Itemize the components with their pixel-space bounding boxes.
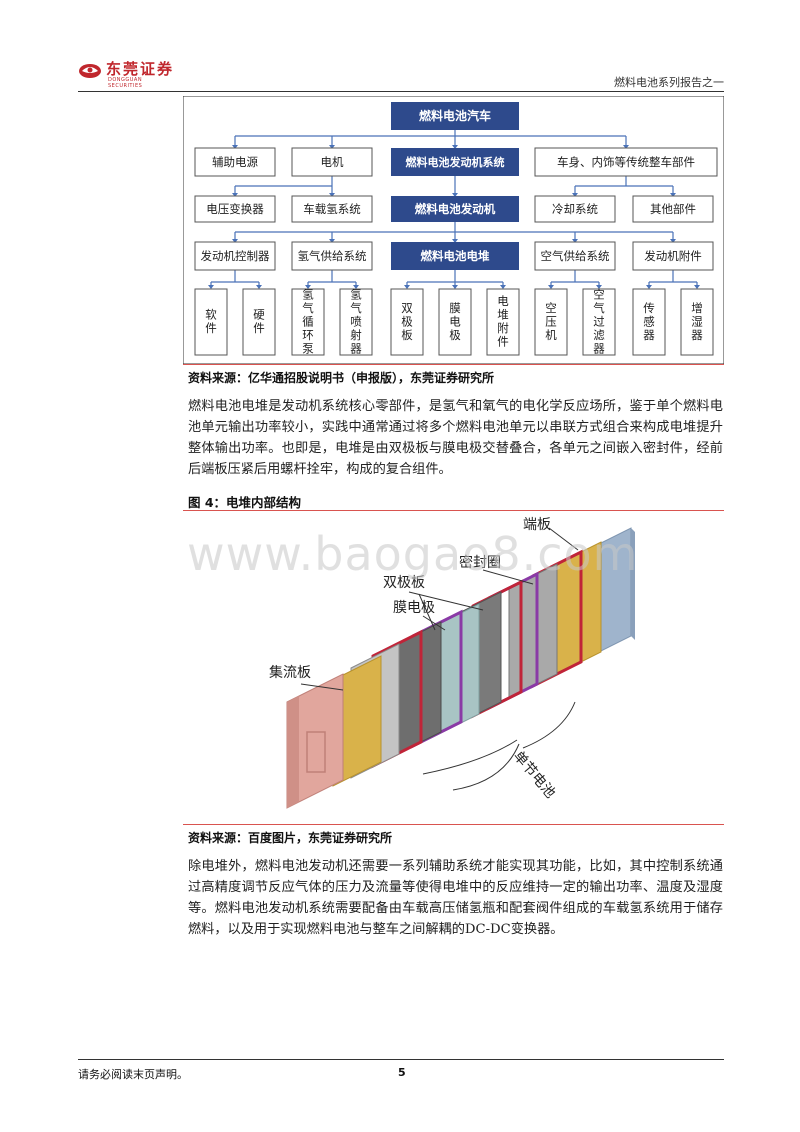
node-engine-controller-label: 发动机控制器 bbox=[201, 249, 270, 263]
figure-4-bottom-rule bbox=[183, 824, 724, 825]
footer-disclaimer: 请务必阅读末页声明。 bbox=[78, 1068, 188, 1081]
node-body-parts bbox=[534, 147, 718, 177]
leaf-bipolar-plate bbox=[390, 288, 424, 356]
node-fc-engine bbox=[391, 196, 519, 222]
leaf-stack-accessory bbox=[486, 288, 520, 356]
node-fc-stack-label: 燃料电池电堆 bbox=[420, 249, 490, 263]
node-onboard-h2-label: 车载氢系统 bbox=[303, 202, 361, 216]
node-h2-supply-label: 氢气供给系统 bbox=[298, 249, 367, 263]
node-cooling bbox=[534, 195, 616, 223]
footer-rule bbox=[78, 1059, 724, 1060]
node-aux-power bbox=[194, 147, 276, 177]
leaf-humidifier bbox=[680, 288, 714, 356]
vehicle-structure-diagram: 燃料电池汽车 辅助电源 电机 燃料电池发动机系统 车身、内饰等传统整车部件 电压… bbox=[183, 96, 724, 365]
leaf-air-compressor bbox=[534, 288, 568, 356]
brand-logo-icon bbox=[79, 64, 101, 78]
leaf-h2-pump bbox=[291, 288, 325, 356]
source-note-2: 资料来源：百度图片，东莞证券研究所 bbox=[188, 831, 393, 845]
node-body-parts-label: 车身、内饰等传统整车部件 bbox=[557, 155, 695, 169]
node-cooling-label: 冷却系统 bbox=[552, 202, 598, 216]
logo-cn: 东莞证券 bbox=[106, 60, 175, 78]
node-engine-controller bbox=[194, 241, 276, 271]
node-voltage-converter-label: 电压变换器 bbox=[206, 202, 264, 216]
node-fc-vehicle-label: 燃料电池汽车 bbox=[419, 108, 491, 123]
node-onboard-h2 bbox=[291, 195, 373, 223]
node-engine-accessories-label: 发动机附件 bbox=[644, 249, 702, 263]
header-logo: 东莞证券 DONGGUAN SECURITIES bbox=[78, 58, 178, 89]
leaf-humidifier-label: 增湿器 bbox=[691, 301, 703, 342]
paragraph-2: 除电堆外，燃料电池发动机还需要一系列辅助系统才能实现其功能，比如，其中控制系统通… bbox=[188, 859, 723, 937]
node-air-supply-label: 空气供给系统 bbox=[541, 249, 610, 263]
leaf-hardware bbox=[242, 288, 276, 356]
label-end-plate: 端板 bbox=[523, 517, 551, 533]
leaf-stack-accessory-label: 电堆附件 bbox=[497, 294, 509, 349]
leaf-air-filter bbox=[582, 288, 616, 356]
leaf-software bbox=[194, 288, 228, 356]
node-h2-supply bbox=[291, 241, 373, 271]
node-aux-power-label: 辅助电源 bbox=[212, 155, 258, 169]
node-other-parts-label: 其他部件 bbox=[650, 202, 696, 216]
leaf-air-filter-label: 空气过滤器 bbox=[593, 287, 605, 355]
figure-4-top-rule bbox=[183, 510, 724, 511]
node-fc-engine-label: 燃料电池发动机 bbox=[414, 202, 496, 216]
source-note-1: 资料来源：亿华通招股说明书（申报版），东莞证券研究所 bbox=[188, 371, 495, 385]
node-fc-engine-system bbox=[391, 148, 519, 176]
node-other-parts bbox=[632, 195, 714, 223]
label-collector: 集流板 bbox=[269, 664, 311, 681]
end-plate-left-icon bbox=[286, 673, 344, 809]
page-number: 5 bbox=[398, 1066, 406, 1079]
node-fc-vehicle bbox=[391, 102, 519, 130]
label-mea: 膜电极 bbox=[393, 600, 435, 616]
header-rule bbox=[78, 91, 724, 92]
node-fc-stack bbox=[391, 242, 519, 270]
node-fc-engine-system-label: 燃料电池发动机系统 bbox=[405, 155, 505, 169]
figure-4-title: 图 4：电堆内部结构 bbox=[188, 495, 302, 510]
leaf-h2-injector bbox=[339, 288, 373, 356]
leaf-bipolar-plate-label: 双极板 bbox=[401, 301, 413, 342]
node-motor bbox=[291, 147, 373, 177]
leaf-air-compressor-label: 空压机 bbox=[545, 301, 557, 342]
leaf-mea bbox=[438, 288, 472, 356]
node-air-supply bbox=[534, 241, 616, 271]
stack-structure-figure: 端板 密封圈 双极板 膜电极 集流板 单节电池 www.baogao8.com bbox=[187, 517, 638, 809]
leaf-sensor bbox=[632, 288, 666, 356]
node-voltage-converter bbox=[194, 195, 276, 223]
leaf-sensor-label: 传感器 bbox=[643, 301, 655, 342]
report-series: 燃料电池系列报告之一 bbox=[614, 76, 724, 89]
label-seal: 密封圈 bbox=[459, 554, 501, 571]
label-bipolar: 双极板 bbox=[383, 575, 425, 591]
label-single-cell: 单节电池 bbox=[510, 748, 558, 801]
diagram1-bottom-rule bbox=[183, 364, 724, 365]
leaf-h2-injector-label: 氢气喷射器 bbox=[350, 287, 362, 355]
leaf-hardware-label: 硬件 bbox=[253, 308, 265, 336]
leaf-h2-pump-label: 氢气循环泵 bbox=[302, 287, 314, 355]
leaf-mea-label: 膜电极 bbox=[449, 301, 461, 342]
logo-en: DONGGUAN SECURITIES bbox=[108, 77, 143, 89]
node-engine-accessories bbox=[632, 241, 714, 271]
node-motor-label: 电机 bbox=[321, 155, 344, 169]
leaf-software-label: 软件 bbox=[205, 308, 217, 336]
watermark: www.baogao8.com bbox=[187, 527, 638, 581]
paragraph-1: 燃料电池电堆是发动机系统核心零部件，是氢气和氧气的电化学反应场所，鉴于单个燃料电… bbox=[188, 399, 723, 477]
